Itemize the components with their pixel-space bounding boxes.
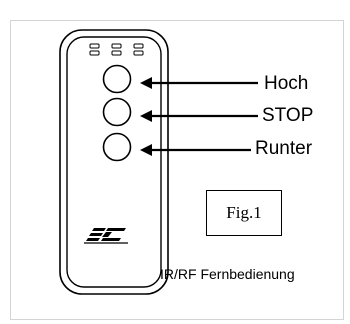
arrow-runter	[140, 144, 251, 156]
figure-label: Fig.1	[226, 203, 262, 222]
arrow-hoch	[140, 77, 258, 89]
remote-inner-outline	[66, 36, 162, 288]
figure-frame	[10, 20, 344, 320]
label-stop: STOP	[262, 105, 314, 126]
label-runter: Runter	[255, 138, 313, 159]
figure-label-box: Fig.1	[206, 190, 282, 236]
indicator-leds	[89, 43, 144, 56]
remote-outer-outline	[59, 29, 169, 295]
stop-button[interactable]	[102, 97, 132, 127]
down-button[interactable]	[102, 132, 132, 162]
up-button[interactable]	[102, 64, 132, 94]
label-hoch: Hoch	[264, 73, 309, 94]
arrow-stop	[140, 110, 258, 122]
brand-logo	[84, 228, 128, 244]
figure-caption: IR/RF Fernbedienung	[160, 266, 295, 282]
